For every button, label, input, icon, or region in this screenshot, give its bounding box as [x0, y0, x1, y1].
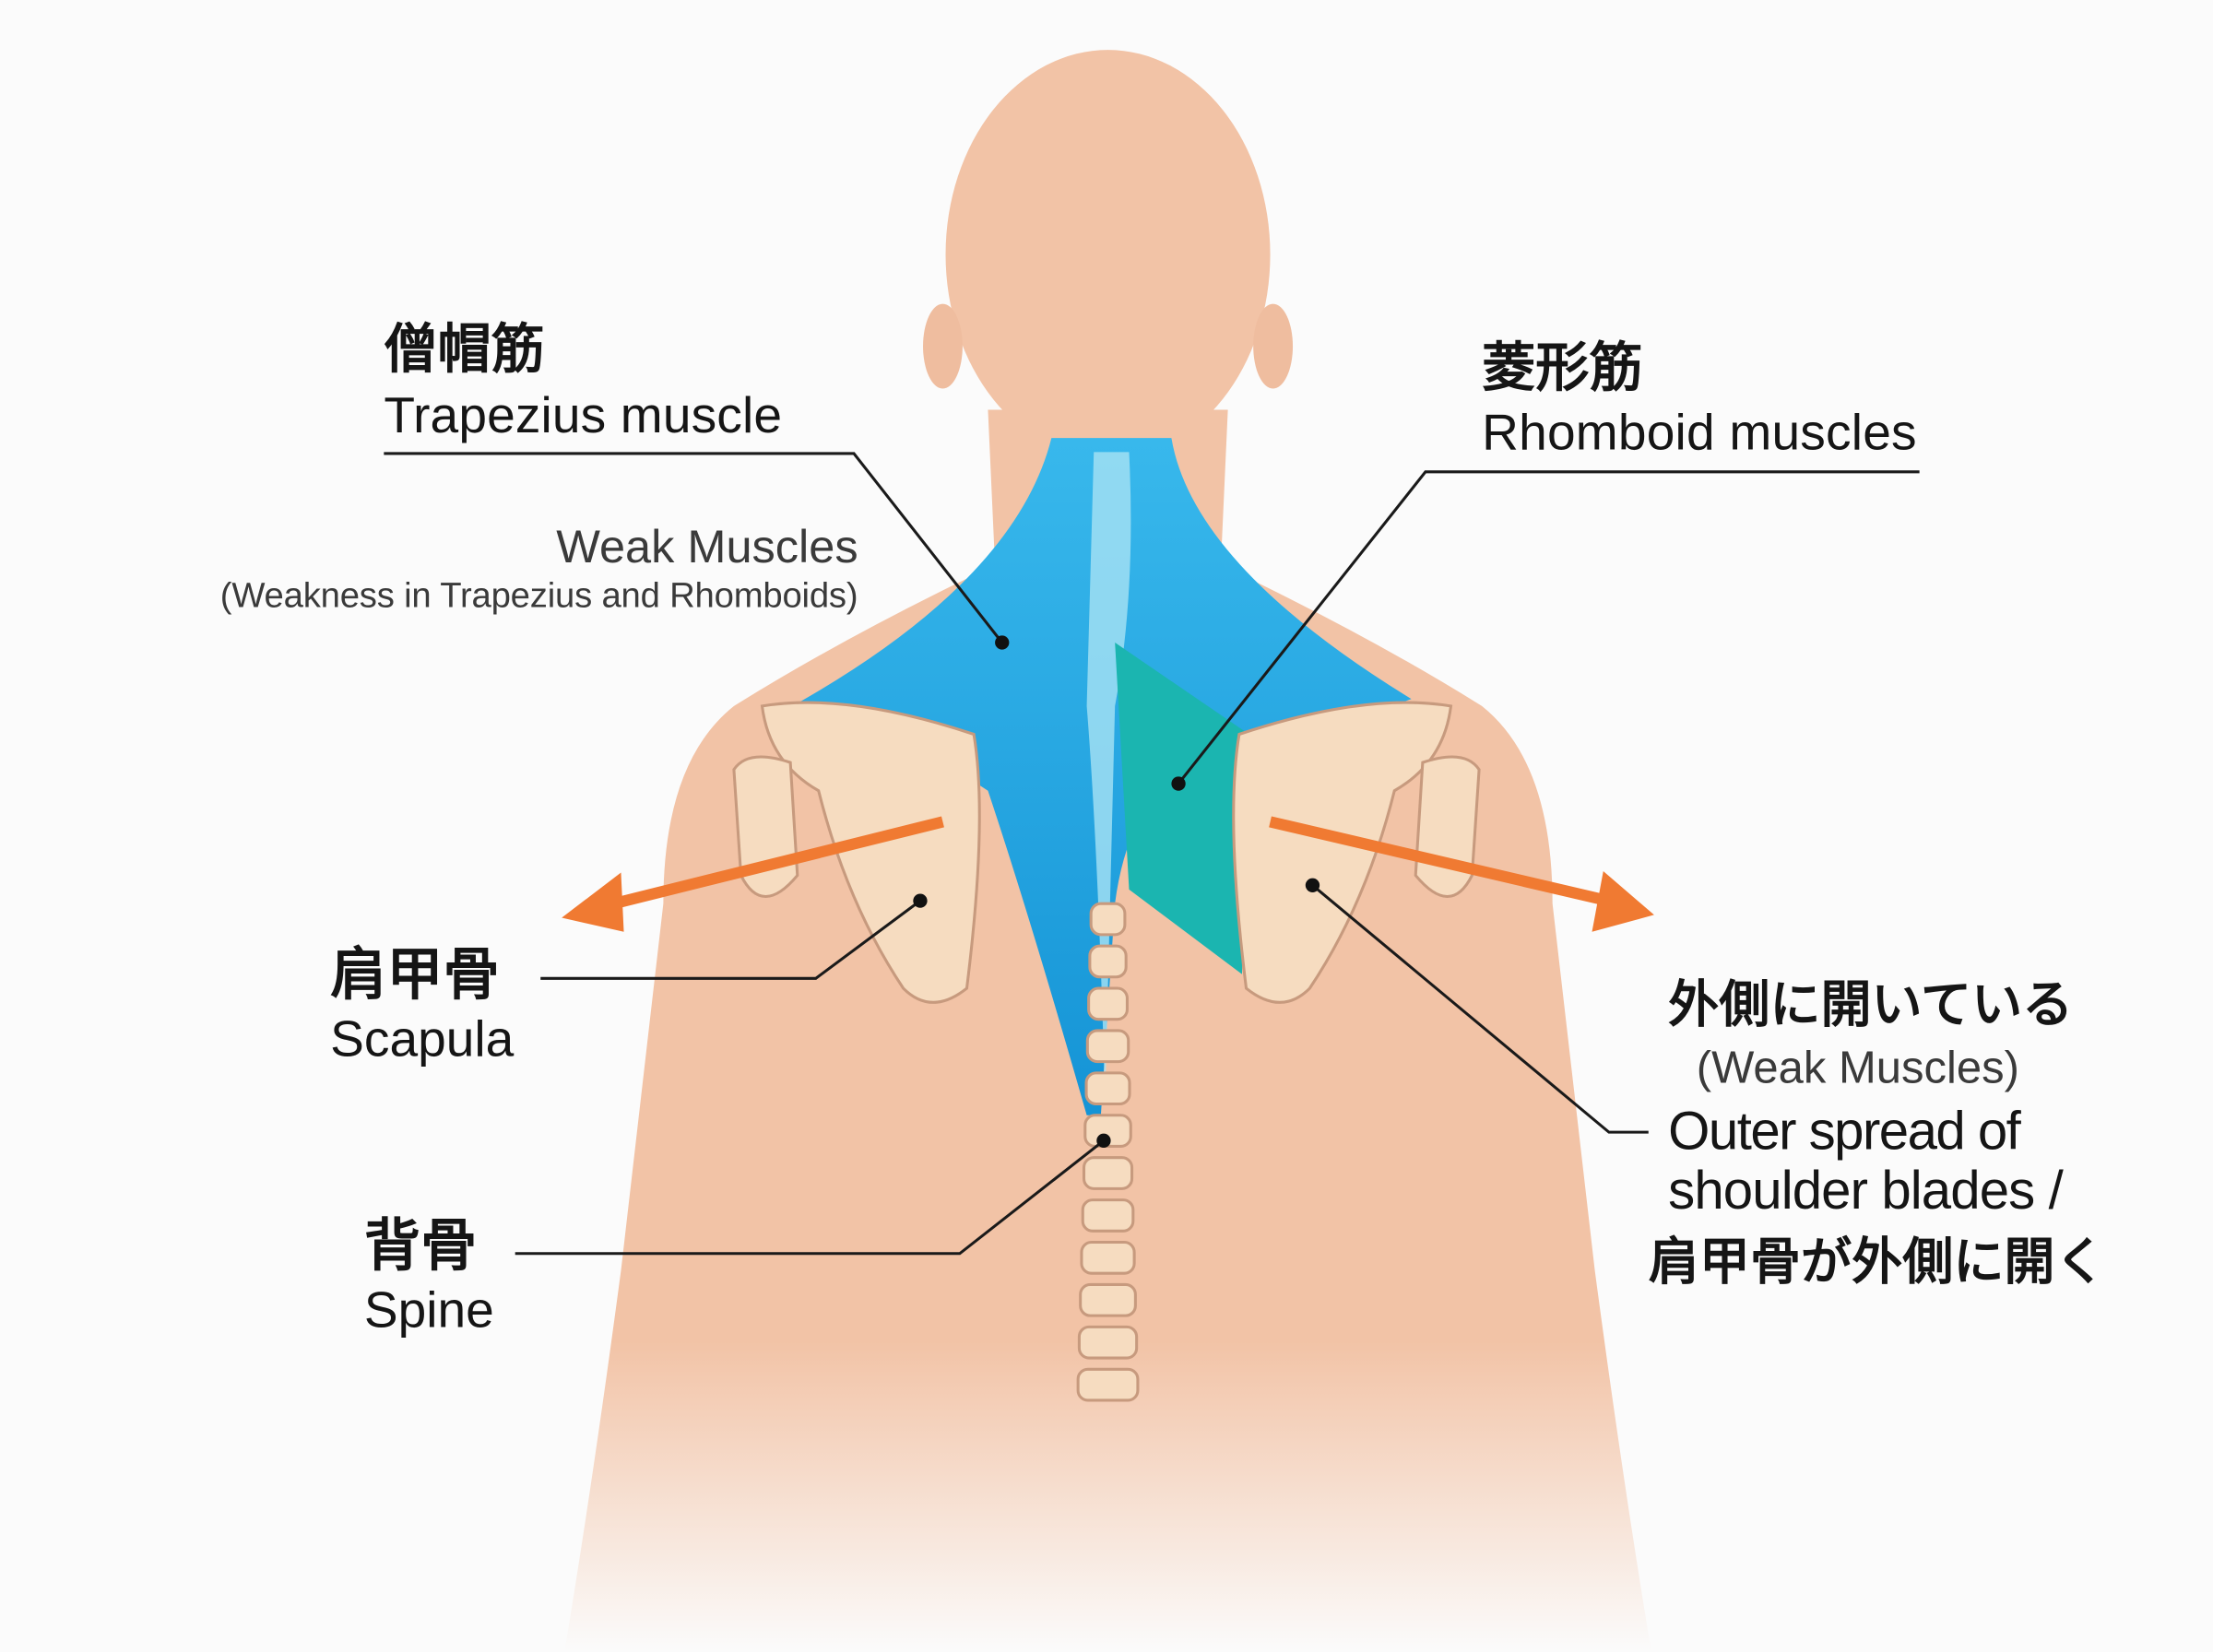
scapula-label-en: Scapula — [330, 1009, 514, 1067]
right-outward-arrow-icon — [1269, 816, 1654, 932]
outer-spread-jp-bottom: 肩甲骨が外側に開く — [1649, 1233, 2106, 1290]
vertebra — [1077, 1325, 1139, 1360]
scapula-label-jp: 肩甲骨 — [330, 943, 500, 1006]
vertebra — [1087, 986, 1129, 1021]
vertebra — [1089, 902, 1127, 937]
outer-spread-jp-top: 外側に開いている — [1668, 976, 2073, 1033]
weak-muscles-title: Weak Muscles — [556, 520, 858, 572]
vertebra — [1076, 1367, 1140, 1402]
weak-muscles-subtitle: (Weakness in Trapezius and Rhomboids) — [220, 576, 858, 616]
spine-vertebrae — [1076, 902, 1140, 1402]
leader-dots — [913, 635, 1320, 1148]
left-outward-arrow-icon — [562, 816, 944, 932]
left-scapula — [732, 701, 981, 1004]
rhomboid-muscle — [1115, 643, 1249, 974]
rhomboid-label-en: Rhomboid muscles — [1482, 403, 1916, 460]
trapezius-label-en: Trapezius muscle — [384, 386, 782, 443]
vertebra — [1081, 1198, 1135, 1233]
rhomboid-label-jp: 菱形筋 — [1482, 337, 1642, 397]
vertebra — [1084, 1071, 1131, 1106]
vertebra — [1080, 1241, 1136, 1275]
trapezius-label-jp: 僧帽筋 — [384, 320, 544, 380]
spine-label-en: Spine — [364, 1280, 494, 1338]
vertebra — [1082, 1156, 1134, 1190]
leader-lines — [384, 452, 1920, 1256]
outer-spread-paren: (Weak Muscles) — [1697, 1044, 2019, 1093]
vertebra — [1085, 1029, 1130, 1064]
trapezius-tendon — [1086, 452, 1131, 1102]
outer-spread-en-line2: shoulder blades / — [1668, 1161, 2064, 1221]
outer-spread-en-line1: Outer spread of — [1668, 1102, 2021, 1162]
vertebra — [1079, 1282, 1137, 1317]
spine-label-jp: 背骨 — [364, 1214, 477, 1277]
vertebra — [1088, 944, 1128, 979]
